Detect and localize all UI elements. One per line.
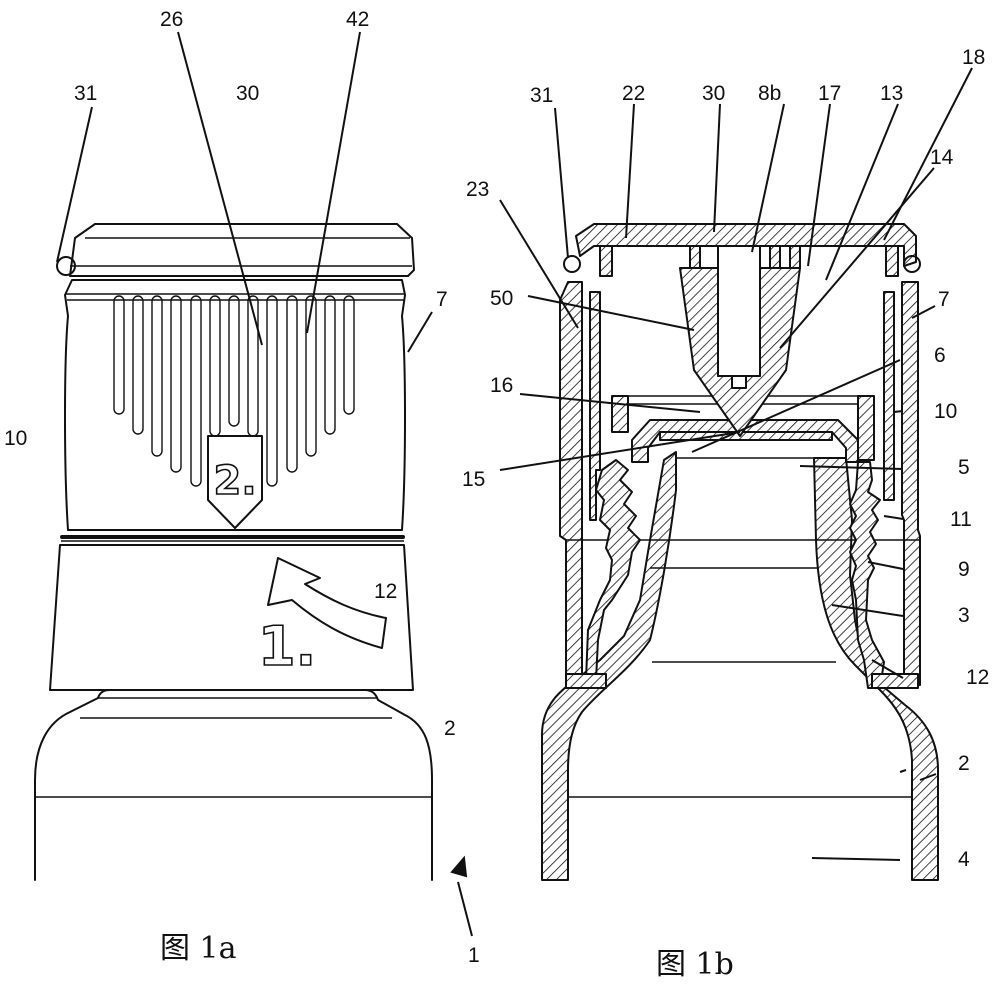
label-26: 26 xyxy=(160,8,183,31)
label-10: 10 xyxy=(4,427,27,450)
foot-right xyxy=(871,673,919,689)
lid-rib-a xyxy=(689,245,701,269)
lid-inner-22 xyxy=(599,245,613,277)
label-13: 13 xyxy=(880,82,903,105)
label-9: 9 xyxy=(958,558,970,581)
leaders-1b xyxy=(499,67,973,861)
seal-cup-6 xyxy=(631,419,859,463)
figure-1b: 31 22 30 8b 17 13 18 14 23 50 7 6 16 10 … xyxy=(462,46,989,982)
lid-rib-c xyxy=(789,245,801,269)
label-18: 18 xyxy=(962,46,985,69)
foot-left xyxy=(565,673,607,689)
label-22: 22 xyxy=(622,82,645,105)
inner-sleeve-right xyxy=(883,291,895,501)
label-11: 11 xyxy=(950,508,972,531)
label-2: 2 xyxy=(444,717,456,740)
tamper-ring-12 xyxy=(49,544,414,691)
label-16: 16 xyxy=(490,374,513,397)
label-31: 31 xyxy=(74,82,97,105)
label-23: 23 xyxy=(466,178,489,201)
outer-shell-right xyxy=(901,281,921,686)
cap-body-7 xyxy=(64,279,406,531)
label-42: 42 xyxy=(346,8,369,31)
label-4: 4 xyxy=(958,848,970,871)
lid-30 xyxy=(69,223,415,277)
lid-inner-22b xyxy=(885,245,899,277)
label-8b: 8b xyxy=(758,82,781,105)
figure-1a: 2. 1. 31 26 30 42 7 10 12 2 1 图 1a xyxy=(4,8,480,967)
label-5: 5 xyxy=(958,456,970,479)
label-2-b: 2 xyxy=(958,752,970,775)
caption-1a: 图 1a xyxy=(160,931,237,966)
label-3: 3 xyxy=(958,604,970,627)
label-12: 12 xyxy=(374,580,397,603)
step2-marker xyxy=(207,435,263,529)
ribs-26 xyxy=(113,295,355,487)
label-50: 50 xyxy=(490,287,513,310)
label-12-b: 12 xyxy=(966,666,989,689)
spike-core-8b xyxy=(717,245,761,377)
outer-shell-left xyxy=(559,281,583,686)
thread-collar-right-9 xyxy=(849,461,885,689)
thread-collar-left-9 xyxy=(585,459,641,681)
membrane-15 xyxy=(659,431,833,441)
hinge-31 xyxy=(56,256,76,276)
leaders-1a xyxy=(56,31,473,937)
step2-text: 2. xyxy=(213,458,256,504)
label-14: 14 xyxy=(930,146,954,169)
label-15: 15 xyxy=(462,468,485,491)
label-7: 7 xyxy=(436,288,448,311)
label-7-b: 7 xyxy=(938,288,950,311)
ring-16 xyxy=(611,395,629,433)
label-10-b: 10 xyxy=(934,400,957,423)
lid-rib-b xyxy=(769,245,781,269)
label-17: 17 xyxy=(818,82,841,105)
ring-16-right xyxy=(857,395,875,461)
step1-text: 1. xyxy=(258,615,316,678)
rotation-arrow xyxy=(267,557,387,649)
caption-1b: 图 1b xyxy=(656,947,734,982)
hinge-31-b xyxy=(563,255,581,273)
label-1: 1 xyxy=(468,944,480,967)
label-30-b: 30 xyxy=(702,82,725,105)
label-31-b: 31 xyxy=(530,84,553,107)
inner-sleeve-left xyxy=(589,291,601,521)
label-6: 6 xyxy=(934,344,946,367)
label-30: 30 xyxy=(236,82,259,105)
